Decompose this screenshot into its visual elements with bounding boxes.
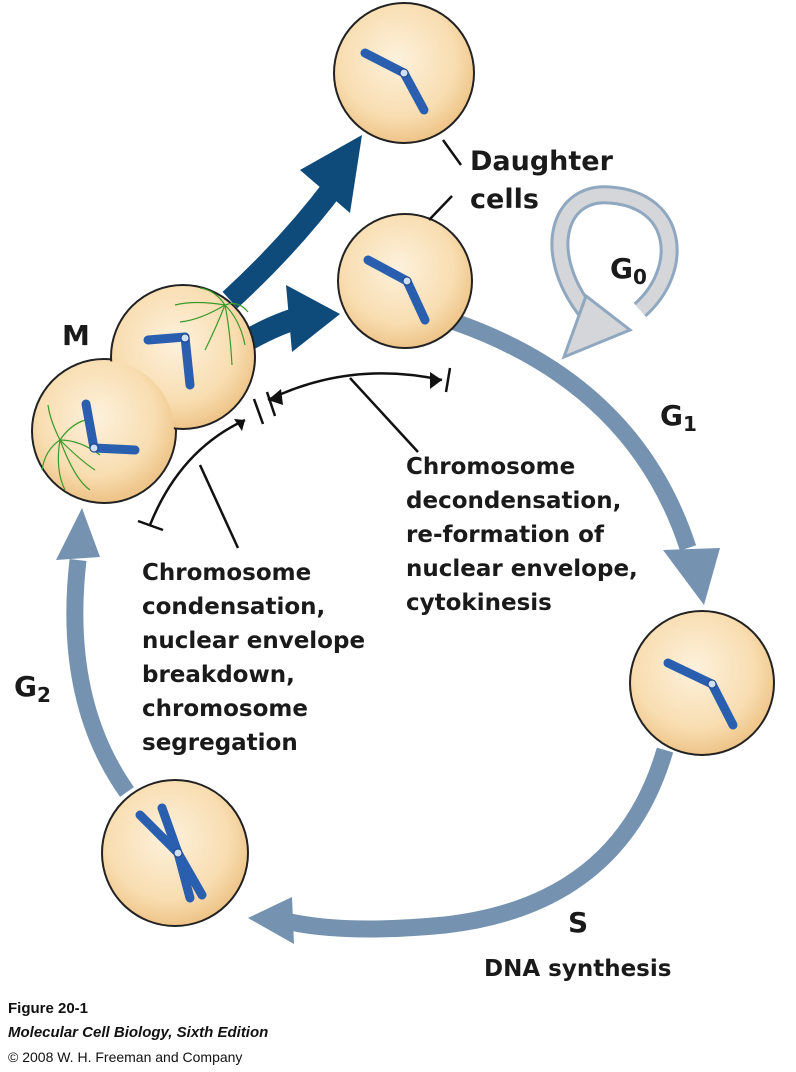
copyright: © 2008 W. H. Freeman and Company — [8, 1049, 243, 1065]
daughter-cell-top — [333, 2, 475, 144]
decondensation-label: Chromosome decondensation, re-formation … — [406, 454, 646, 616]
phase-g0-label: G0 — [610, 252, 647, 289]
daughter-cell-middle — [337, 213, 473, 349]
phase-g1-label: G1 — [660, 399, 697, 436]
figure-number: Figure 20-1 — [8, 1000, 89, 1017]
chromosome-icon — [81, 399, 140, 455]
condensation-bracket — [137, 398, 265, 532]
dividing-cell — [31, 284, 256, 504]
chromosome-icon — [663, 658, 738, 730]
chromosome-icon — [360, 48, 429, 115]
chromosome-icon — [135, 803, 207, 903]
chromosome-icon — [363, 255, 430, 325]
phase-s-label: S — [568, 906, 588, 939]
g0-loop-arrow — [550, 185, 679, 360]
condensation-label: Chromosome condensation, nuclear envelop… — [142, 560, 373, 756]
leader-lines — [198, 139, 463, 549]
chromosome-icon — [143, 332, 195, 390]
cell-g1-s — [629, 610, 775, 756]
decondensation-bracket — [265, 367, 452, 417]
daughter-cells-label: Daughter cells — [470, 146, 622, 215]
phase-m-label: M — [62, 319, 90, 352]
cell-g2 — [101, 779, 249, 927]
phase-g2-label: G2 — [14, 670, 51, 707]
m-to-daughter-arrows — [222, 135, 362, 352]
book-title: Molecular Cell Biology, Sixth Edition — [8, 1024, 269, 1041]
dna-synthesis-label: DNA synthesis — [484, 956, 671, 982]
cycle-arrow — [56, 313, 720, 944]
spindle-fibers — [41, 287, 249, 491]
